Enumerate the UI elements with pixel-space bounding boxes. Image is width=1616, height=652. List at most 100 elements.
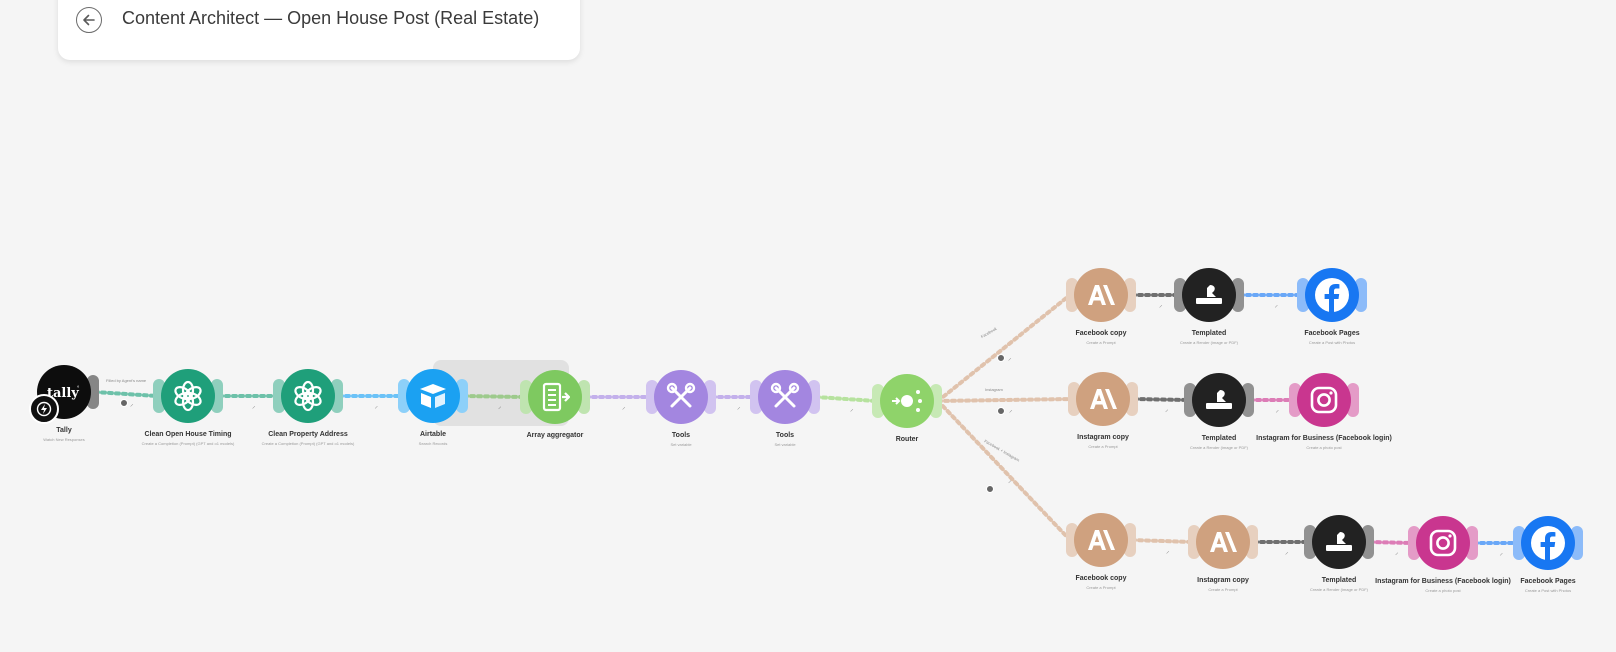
- link-router-to-fb_copy_3[interactable]: [936, 399, 1072, 542]
- link-settings-icon[interactable]: ⸝: [1008, 355, 1012, 362]
- module-icon-circle[interactable]: [1312, 515, 1366, 569]
- module-icon-circle[interactable]: [1297, 373, 1351, 427]
- link-settings-icon[interactable]: ⸝: [1275, 302, 1279, 309]
- module-label: Tools: [671, 432, 691, 439]
- filter-icon[interactable]: [997, 354, 1005, 362]
- module-icon-circle[interactable]: [880, 374, 934, 428]
- output-connector[interactable]: [1124, 278, 1136, 312]
- module-icon-circle[interactable]: [1196, 515, 1250, 569]
- filter-icon[interactable]: [120, 399, 128, 407]
- module-icon-circle[interactable]: [654, 370, 708, 424]
- module-router[interactable]: Router: [872, 374, 942, 443]
- link-settings-icon[interactable]: ⸝: [1166, 548, 1170, 555]
- module-icon-circle[interactable]: [1305, 268, 1359, 322]
- module-label: Array aggregator: [526, 432, 584, 439]
- output-connector[interactable]: [1246, 525, 1258, 559]
- output-connector[interactable]: [1466, 526, 1478, 560]
- output-connector[interactable]: [87, 375, 99, 409]
- link-settings-icon[interactable]: ⸝: [1500, 550, 1504, 557]
- module-label: Tally: [56, 427, 72, 434]
- output-connector[interactable]: [211, 379, 223, 413]
- module-icon-circle[interactable]: [1182, 268, 1236, 322]
- link-settings-icon[interactable]: ⸝: [737, 404, 741, 411]
- module-label: Airtable: [419, 431, 447, 438]
- scenario-header: Content Architect — Open House Post (Rea…: [58, 0, 580, 60]
- output-connector[interactable]: [1355, 278, 1367, 312]
- link-ig_copy_2-to-templated_2[interactable]: [1132, 397, 1190, 402]
- module-icon-circle[interactable]: [406, 369, 460, 423]
- link-settings-icon[interactable]: ⸝: [1285, 549, 1289, 556]
- link-settings-icon[interactable]: ⸝: [1165, 407, 1169, 414]
- module-icon-circle[interactable]: [1416, 516, 1470, 570]
- output-connector[interactable]: [704, 380, 716, 414]
- output-connector[interactable]: [331, 379, 343, 413]
- module-icon-circle[interactable]: [1076, 372, 1130, 426]
- link-templated_3-to-ig_business_3[interactable]: [1368, 540, 1414, 545]
- link-settings-icon[interactable]: ⸝: [850, 406, 854, 413]
- module-icon-circle[interactable]: [281, 369, 335, 423]
- link-settings-icon[interactable]: ⸝: [498, 404, 502, 411]
- output-connector[interactable]: [456, 379, 468, 413]
- module-sublabel: Create a Render (image or PDF): [1309, 587, 1369, 592]
- module-icon-circle[interactable]: [161, 369, 215, 423]
- link-airtable-to-aggregator[interactable]: [462, 394, 526, 399]
- link-settings-icon[interactable]: ⸝: [622, 404, 626, 411]
- output-connector[interactable]: [1362, 525, 1374, 559]
- link-fb_copy_3-to-ig_copy_3[interactable]: [1130, 538, 1194, 544]
- module-icon-circle[interactable]: [1192, 373, 1246, 427]
- module-ig-business-3[interactable]: Instagram for Business (Facebook login)C…: [1375, 516, 1511, 593]
- module-ig-business-2[interactable]: Instagram for Business (Facebook login)C…: [1256, 373, 1392, 450]
- link-settings-icon[interactable]: ⸝: [1276, 407, 1280, 414]
- link-router-to-ig_copy_2[interactable]: [936, 397, 1074, 403]
- module-label: Templated: [1321, 577, 1357, 584]
- module-icon-circle[interactable]: [528, 370, 582, 424]
- link-settings-icon[interactable]: ⸝: [1159, 302, 1163, 309]
- link-tools2-to-router[interactable]: [814, 395, 878, 403]
- module-icon-circle[interactable]: [1074, 268, 1128, 322]
- link-settings-icon[interactable]: ⸝: [1008, 478, 1012, 485]
- module-icon-circle[interactable]: [758, 370, 812, 424]
- module-aggregator[interactable]: Array aggregator: [520, 370, 590, 439]
- link-settings-icon[interactable]: ⸝: [1395, 550, 1399, 557]
- output-connector[interactable]: [808, 380, 820, 414]
- link-tally-to-clean_timing[interactable]: [93, 390, 159, 398]
- templated-icon: [1196, 285, 1222, 304]
- output-connector[interactable]: [1347, 383, 1359, 417]
- module-sublabel: Create a Prompt: [1086, 340, 1116, 345]
- output-connector[interactable]: [1126, 382, 1138, 416]
- output-connector[interactable]: [1232, 278, 1244, 312]
- output-connector[interactable]: [1571, 526, 1583, 560]
- module-sublabel: Watch New Responses: [43, 437, 85, 442]
- link-settings-icon[interactable]: ⸝: [375, 403, 379, 410]
- link-settings-icon[interactable]: ⸝: [130, 401, 134, 408]
- link-settings-icon[interactable]: ⸝: [252, 403, 256, 410]
- output-connector[interactable]: [1124, 523, 1136, 557]
- link-settings-icon[interactable]: ⸝: [1009, 407, 1013, 414]
- output-connector[interactable]: [930, 384, 942, 418]
- filter-icon[interactable]: [997, 407, 1005, 415]
- module-icon-circle[interactable]: [1074, 513, 1128, 567]
- filter-icon[interactable]: [986, 485, 994, 493]
- lightning-icon[interactable]: [29, 394, 59, 424]
- module-label: Clean Open House Timing: [144, 431, 232, 438]
- output-connector[interactable]: [1242, 383, 1254, 417]
- back-button[interactable]: [76, 7, 102, 33]
- output-connector[interactable]: [578, 380, 590, 414]
- module-icon-circle[interactable]: [1521, 516, 1575, 570]
- link-router-to-fb_copy_1[interactable]: [936, 293, 1072, 403]
